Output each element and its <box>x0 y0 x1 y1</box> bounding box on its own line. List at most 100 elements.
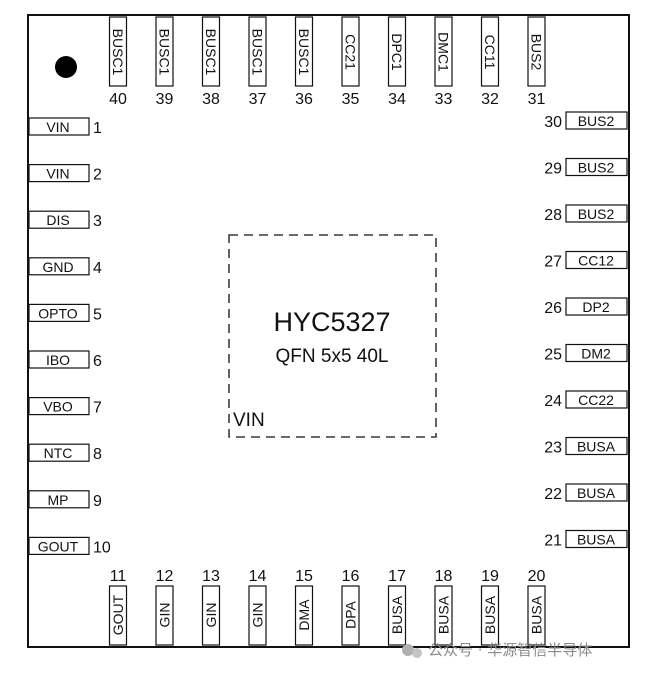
pin-pad <box>28 303 90 322</box>
pin-number: 30 <box>544 114 562 131</box>
pin-number: 16 <box>342 568 360 585</box>
pin-pad <box>28 164 90 183</box>
pin-3: DIS 3 <box>28 210 102 230</box>
pin-number: 6 <box>93 353 102 370</box>
pin-label: BUS2 <box>529 34 545 71</box>
pin-number: 10 <box>93 539 111 556</box>
pin-pad <box>565 436 628 456</box>
package-outline <box>27 14 630 648</box>
pin-label: BUSA <box>436 595 452 634</box>
pin-27: CC12 27 <box>544 250 628 271</box>
pin-label: BUSC1 <box>110 29 126 76</box>
pin-label: OPTO <box>38 305 78 321</box>
pin-number: 27 <box>544 254 562 271</box>
pin-19: BUSA 19 <box>480 568 500 646</box>
pin-label: NTC <box>44 445 73 461</box>
pin-number: 33 <box>435 91 453 108</box>
pin-number: 14 <box>249 568 267 585</box>
pin-number: 19 <box>481 568 499 585</box>
pin-label: CC12 <box>578 253 614 269</box>
pin-number: 9 <box>93 493 102 510</box>
pin-label: DMA <box>296 599 312 631</box>
pin-number: 20 <box>528 568 546 585</box>
pin-pad <box>434 16 453 87</box>
pin-pad <box>565 390 628 409</box>
pin-label: GND <box>42 259 73 275</box>
pins-top: BUSC140BUSC139BUSC138BUSC137BUSC136CC213… <box>108 16 546 108</box>
pin-17: BUSA 17 <box>387 568 407 646</box>
pin-pad <box>527 16 546 87</box>
pin-number: 12 <box>156 568 174 585</box>
pin-31: BUS2 31 <box>527 16 546 108</box>
pin-number: 2 <box>93 167 102 184</box>
pin-label: CC11 <box>482 35 498 70</box>
pin-label: BUSA <box>389 595 405 634</box>
pin-number: 38 <box>202 91 220 108</box>
pin-number: 3 <box>93 213 102 230</box>
pin-label: BUS2 <box>578 160 615 176</box>
pin-label: GIN <box>157 603 173 628</box>
pin-pad <box>294 16 314 87</box>
pin-number: 17 <box>388 568 406 585</box>
pin-pad <box>565 297 628 316</box>
pin-pad <box>480 16 500 87</box>
pin-label: DIS <box>46 212 69 228</box>
pin-pad <box>387 585 407 646</box>
pin-label: GIN <box>203 603 219 628</box>
pin-number: 26 <box>544 300 562 317</box>
pin-number: 7 <box>93 400 102 417</box>
pin-label: BUSA <box>482 595 498 634</box>
pin-pad <box>28 536 90 556</box>
pin-pad <box>565 343 628 363</box>
pin-label: BUSC1 <box>296 29 312 76</box>
pin-pad <box>28 117 90 136</box>
pin-number: 34 <box>388 91 406 108</box>
pin-number: 1 <box>93 120 102 137</box>
pin-number: 31 <box>528 91 546 108</box>
pin-pad <box>248 16 267 87</box>
pin-pad <box>201 16 221 87</box>
pin-label: BUSA <box>529 595 545 634</box>
pin-number: 39 <box>156 91 174 108</box>
pin-label: IBO <box>46 352 70 368</box>
pin-number: 23 <box>544 440 562 457</box>
package-type: QFN 5x5 40L <box>276 346 389 367</box>
pin-number: 22 <box>544 486 562 503</box>
pin-number: 25 <box>544 347 562 364</box>
pin-number: 8 <box>93 446 102 463</box>
exposed-pad <box>228 234 437 438</box>
pin-label: GOUT <box>38 538 79 554</box>
pin-label: VIN <box>46 119 69 135</box>
pin-13: GIN 13 <box>201 568 221 646</box>
pin-1: VIN 1 <box>28 117 102 137</box>
pin-number: 40 <box>109 91 127 108</box>
pin-12: GIN 12 <box>155 568 174 646</box>
pin-pad <box>294 585 314 646</box>
pin-10: GOUT 10 <box>28 536 111 556</box>
watermark-text: 公众号 · 华源智信半导体 <box>428 641 592 659</box>
pin-label: GOUT <box>110 594 126 635</box>
pin-number: 35 <box>342 91 360 108</box>
pin-number: 13 <box>202 568 220 585</box>
pin-pad <box>565 529 628 549</box>
pin-pad <box>28 350 90 369</box>
pin-pad <box>565 111 628 130</box>
pin-pad <box>565 250 628 270</box>
pin-pad <box>387 16 407 87</box>
